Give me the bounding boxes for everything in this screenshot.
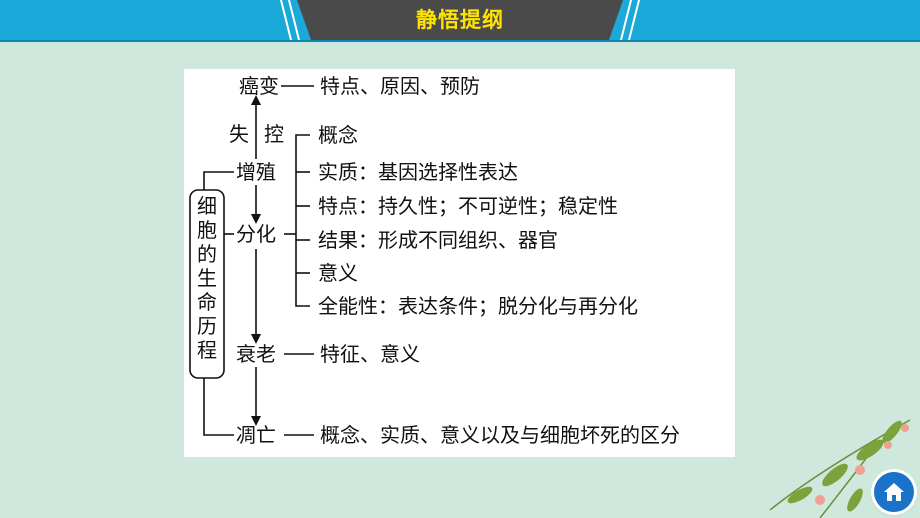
arrowhead-aging — [251, 334, 261, 344]
arrowhead-apoptosis — [251, 416, 261, 426]
arrowhead-differentiation — [251, 214, 261, 224]
node-differentiation: 分化 — [236, 222, 276, 246]
root-char: 的 — [197, 242, 217, 266]
apoptosis-detail: 概念、实质、意义以及与细胞坏死的区分 — [320, 423, 680, 447]
aging-detail: 特征、意义 — [320, 342, 420, 366]
mind-map-card: 细 胞 的 生 命 历 程 癌变 特点、原因、预防 失 控 增殖 分化 概念 实… — [184, 69, 735, 457]
title-plate: 静悟提纲 — [277, 0, 643, 40]
arrowhead-cancer — [251, 95, 261, 105]
title-plate-shape — [280, 0, 640, 40]
rail-to-apoptosis — [203, 378, 234, 436]
diff-item-result: 结果：形成不同组织、器官 — [318, 228, 558, 252]
diff-item-features: 特点：持久性；不可逆性；稳定性 — [318, 194, 618, 218]
root-char: 细 — [197, 194, 217, 218]
cancer-detail: 特点、原因、预防 — [320, 74, 480, 98]
root-node-cell-life-course: 细 胞 的 生 命 历 程 — [192, 194, 222, 362]
label-out-of-control-2: 控 — [264, 122, 284, 146]
diff-item-significance: 意义 — [318, 261, 358, 285]
root-box — [189, 189, 225, 379]
root-char: 命 — [197, 290, 217, 314]
rail-to-proliferation — [203, 171, 234, 190]
node-apoptosis: 凋亡 — [236, 423, 276, 447]
diff-item-concept: 概念 — [318, 123, 358, 147]
label-out-of-control-1: 失 — [229, 122, 249, 146]
root-char: 程 — [197, 338, 217, 362]
page-title: 静悟提纲 — [416, 8, 504, 32]
home-button[interactable] — [874, 472, 914, 512]
diff-item-totipotency: 全能性：表达条件；脱分化与再分化 — [318, 294, 638, 318]
root-char: 生 — [197, 266, 217, 290]
node-cancer: 癌变 — [239, 74, 279, 98]
root-char: 历 — [197, 314, 217, 338]
diff-bracket — [295, 134, 310, 307]
root-char: 胞 — [197, 218, 217, 242]
header-bar: 静悟提纲 — [0, 0, 920, 42]
connector-lines — [189, 85, 314, 436]
diff-item-essence: 实质：基因选择性表达 — [318, 160, 518, 184]
node-proliferation: 增殖 — [236, 160, 276, 184]
node-aging: 衰老 — [236, 342, 276, 366]
home-icon — [884, 483, 904, 501]
leaf-flower-decoration — [769, 419, 911, 518]
